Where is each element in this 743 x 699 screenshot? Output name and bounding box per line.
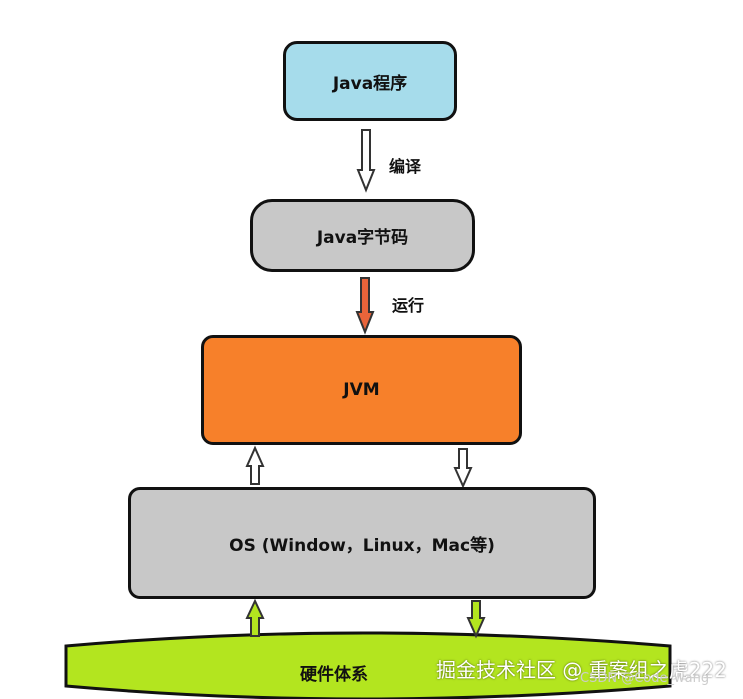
bytecode-node: Java字节码 xyxy=(250,199,475,272)
jvm-to-os-arrow xyxy=(453,448,473,489)
bytecode-label: Java字节码 xyxy=(316,228,409,248)
watermark-csdn: CSDN @Code_wang xyxy=(580,671,710,686)
compile-arrow xyxy=(356,129,376,193)
os-node: OS (Window，Linux，Mac等) xyxy=(128,487,596,599)
os-to-hardware-arrow xyxy=(466,600,486,639)
run-label: 运行 xyxy=(392,296,425,315)
os-label: OS (Window，Linux，Mac等) xyxy=(229,535,495,556)
os-to-jvm-arrow xyxy=(245,445,265,485)
java-program-node: Java程序 xyxy=(283,41,457,121)
jvm-label: JVM xyxy=(343,380,380,400)
compile-label: 编译 xyxy=(389,157,422,176)
run-arrow xyxy=(355,277,375,335)
java-program-label: Java程序 xyxy=(332,73,408,94)
watermark-main: 掘金技术社区 @ 重案组之虎222 xyxy=(436,658,727,682)
hardware-to-os-arrow xyxy=(245,598,265,637)
hardware-shape xyxy=(64,631,672,699)
jvm-node: JVM xyxy=(201,335,522,445)
hardware-label: 硬件体系 xyxy=(300,665,368,685)
